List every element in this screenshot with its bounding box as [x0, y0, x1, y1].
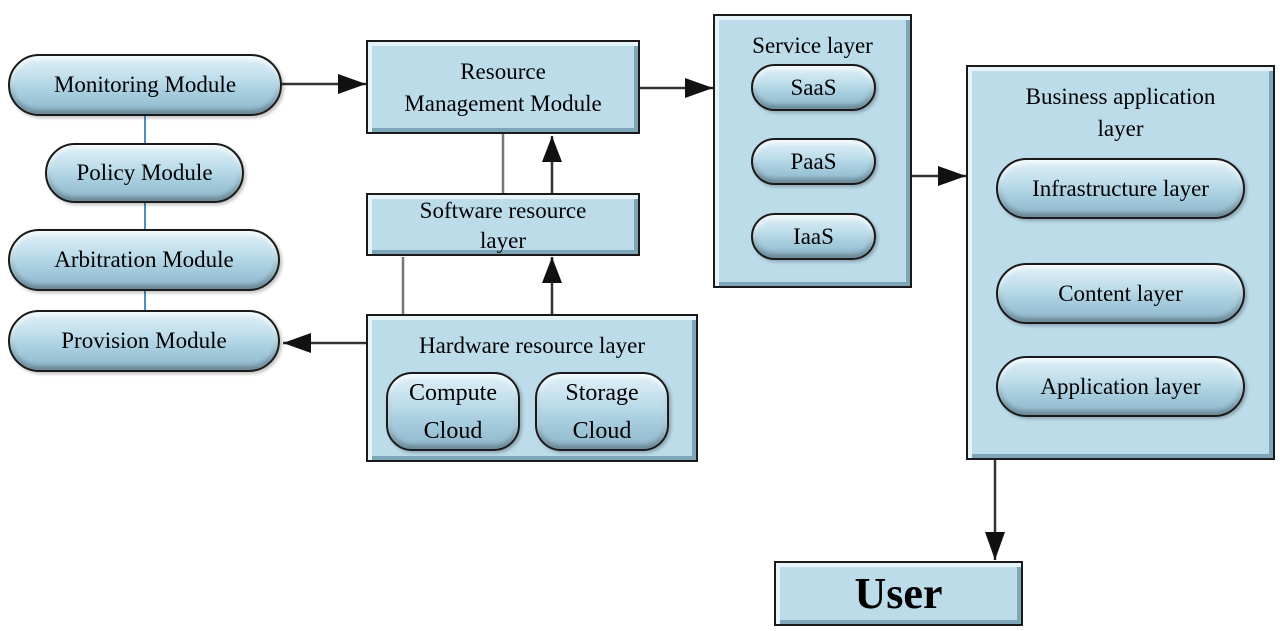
- infrastructure-layer-label: Infrastructure layer: [1032, 175, 1209, 201]
- saas-label: SaaS: [790, 74, 837, 100]
- storage-cloud: Storage Cloud: [535, 372, 669, 451]
- policy-module-label: Policy Module: [76, 160, 213, 185]
- saas-pill: SaaS: [751, 64, 876, 111]
- storage-cloud-line1: Storage: [565, 379, 639, 406]
- compute-cloud: Compute Cloud: [386, 372, 520, 451]
- iaas-pill: IaaS: [751, 213, 876, 260]
- application-layer-label: Application layer: [1040, 373, 1201, 399]
- policy-module: Policy Module: [45, 143, 244, 203]
- business-layer-line1: Business application: [1025, 84, 1216, 109]
- monitoring-module-label: Monitoring Module: [53, 72, 237, 97]
- content-layer-label: Content layer: [1058, 280, 1183, 306]
- paas-label: PaaS: [790, 148, 837, 174]
- resource-management-module: Resource Management Module: [366, 40, 640, 134]
- resource-management-line2: Management Module: [404, 91, 602, 116]
- hardware-layer-title: Hardware resource layer: [418, 333, 646, 358]
- arbitration-module: Arbitration Module: [8, 229, 280, 291]
- content-layer: Content layer: [996, 263, 1245, 324]
- user-box: User: [774, 561, 1023, 626]
- software-resource-layer: Software resource layer: [366, 193, 640, 256]
- compute-cloud-label: Compute Cloud: [409, 374, 497, 450]
- resource-management-line1: Resource: [460, 59, 546, 84]
- software-layer-line2: layer: [480, 228, 526, 253]
- paas-pill: PaaS: [751, 138, 876, 185]
- arbitration-module-label: Arbitration Module: [54, 247, 234, 272]
- software-layer-line1: Software resource: [419, 198, 587, 223]
- compute-cloud-line2: Cloud: [423, 417, 483, 444]
- infrastructure-layer: Infrastructure layer: [996, 158, 1245, 219]
- storage-cloud-label: Storage Cloud: [565, 374, 638, 450]
- storage-cloud-line2: Cloud: [572, 417, 632, 444]
- application-layer: Application layer: [996, 356, 1245, 417]
- monitoring-module: Monitoring Module: [8, 54, 282, 116]
- compute-cloud-line1: Compute: [409, 379, 497, 406]
- user-label: User: [854, 569, 943, 618]
- provision-module-label: Provision Module: [61, 328, 227, 353]
- service-layer-title: Service layer: [752, 33, 873, 58]
- provision-module: Provision Module: [8, 310, 280, 372]
- business-layer-line2: layer: [1097, 116, 1144, 141]
- iaas-label: IaaS: [793, 223, 834, 249]
